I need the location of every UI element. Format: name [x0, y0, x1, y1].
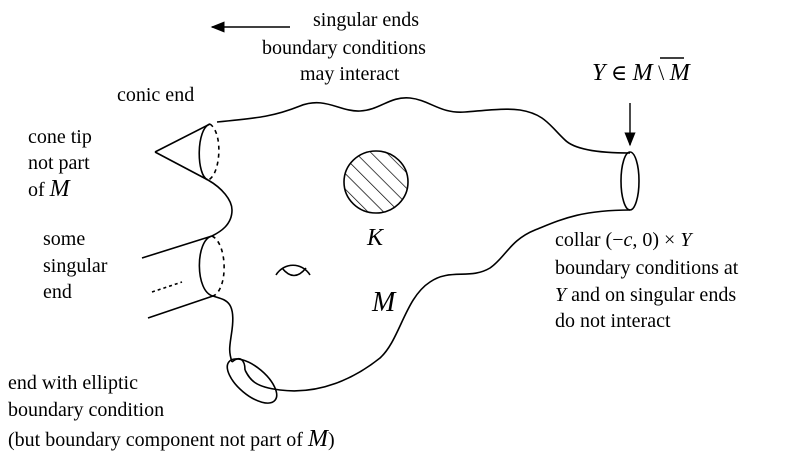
label-collar-bc: boundary conditions at [555, 257, 739, 279]
manifold-outline [207, 97, 631, 392]
label-some: some [43, 228, 85, 250]
label-conic-end: conic end [117, 84, 194, 106]
label-singular-ends: singular ends [313, 9, 419, 31]
compact-set-K [343, 150, 409, 214]
label-Y-boundary: Y ∈ M \ M [592, 60, 692, 86]
elliptic-end [226, 358, 278, 404]
label-singular: singular [43, 255, 108, 277]
handle-hole [275, 264, 311, 277]
label-elliptic-end: end with elliptic [8, 372, 138, 394]
singular-end [141, 235, 225, 319]
collar-end [620, 151, 640, 211]
label-collar-Y: Y and on singular ends [555, 284, 736, 306]
label-collar: collar (−c, 0) × Y [555, 229, 693, 251]
label-singular-ends-bc: boundary conditions [262, 37, 426, 59]
label-elliptic-bc: boundary condition [8, 399, 164, 421]
label-M: M [371, 287, 397, 318]
label-do-not-interact: do not interact [555, 310, 671, 332]
conic-end [154, 123, 220, 181]
label-not-part: not part [28, 152, 90, 174]
label-of-M: of M [28, 176, 72, 202]
label-cone-tip: cone tip [28, 126, 92, 148]
label-elliptic-note: (but boundary component not part of M) [8, 426, 335, 452]
label-K: K [366, 225, 385, 251]
label-may-interact: may interact [300, 63, 400, 85]
label-end: end [43, 281, 72, 303]
